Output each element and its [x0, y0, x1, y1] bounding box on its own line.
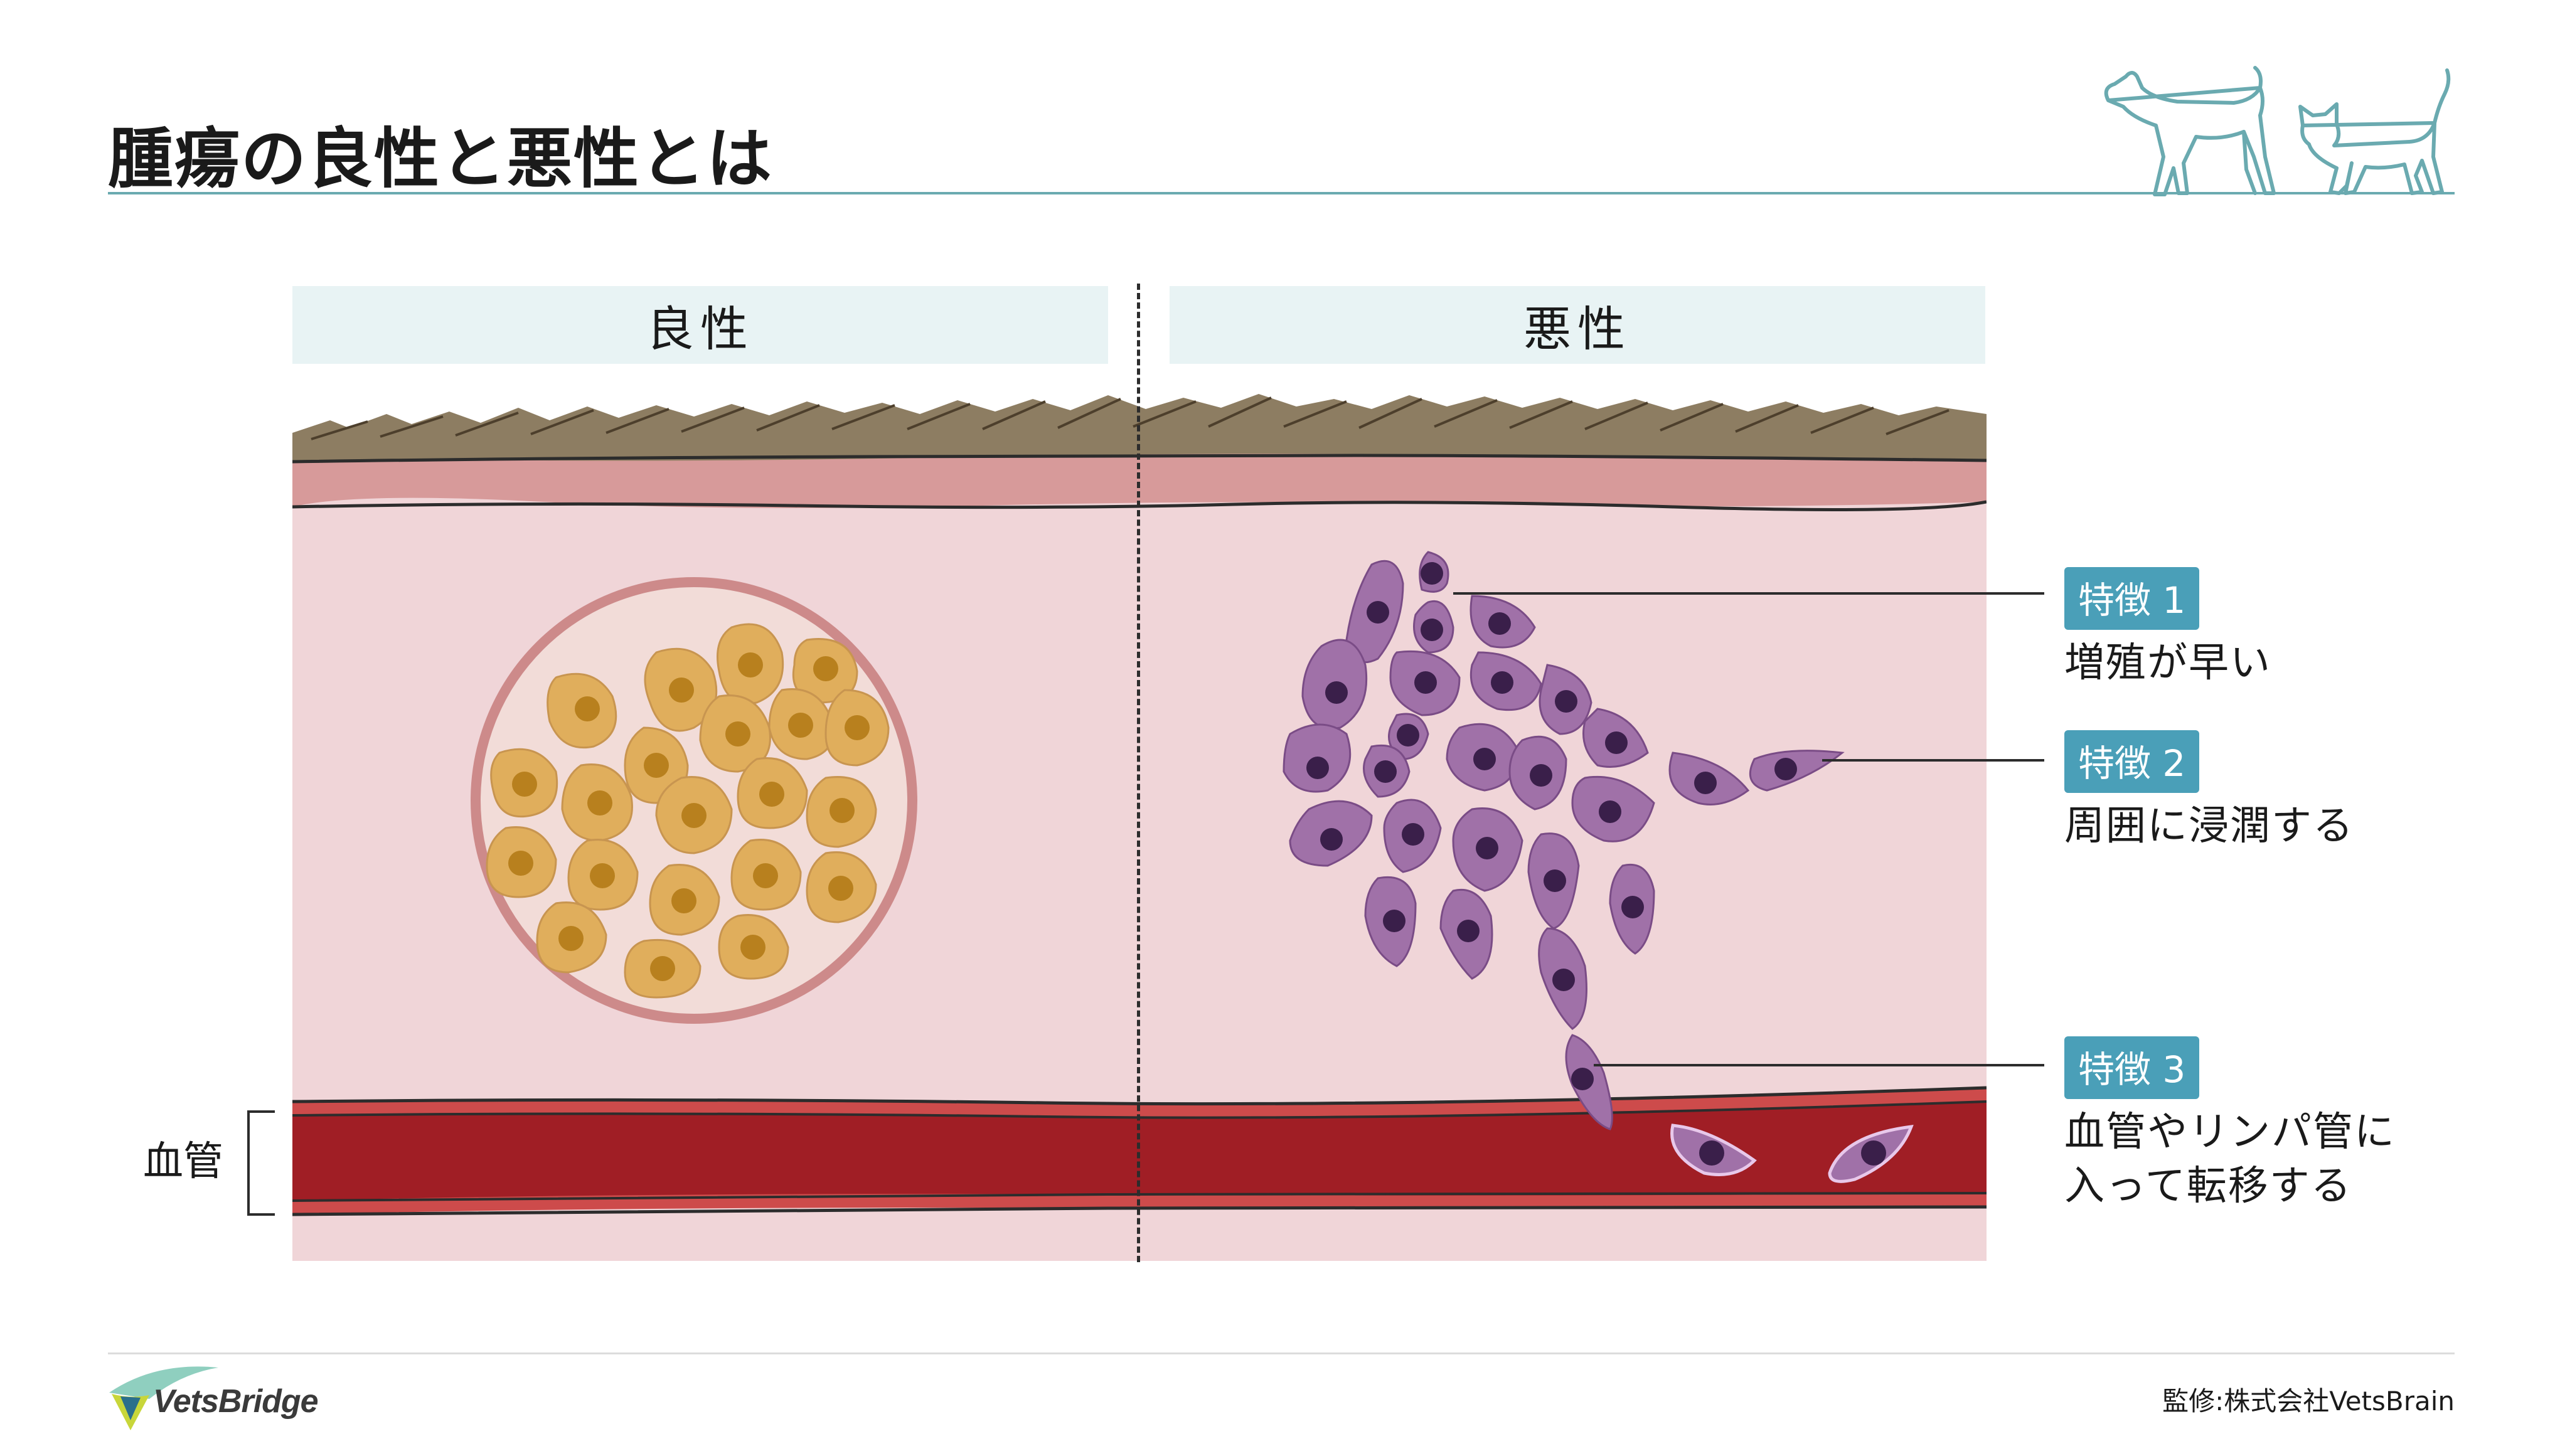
feature-3: 特徴 3 血管やリンパ管に 入って転移する [2064, 1036, 2396, 1213]
feature-3-text: 血管やリンパ管に 入って転移する [2064, 1105, 2396, 1213]
vessel-label: 血管 [143, 1139, 223, 1185]
feature-3-line1: 血管やリンパ管に [2064, 1109, 2396, 1156]
feature-2-line1: 周囲に浸潤する [2064, 803, 2354, 849]
feature-2-badge: 特徴 2 [2064, 730, 2200, 793]
title-underline [108, 192, 2455, 194]
feature-2-text: 周囲に浸潤する [2064, 799, 2354, 853]
dog-cat-outline-icon [2104, 66, 2451, 196]
malignant-header: 悪性 [1170, 286, 1985, 364]
footer-rule [108, 1352, 2455, 1354]
benign-header-label: 良性 [646, 301, 754, 357]
malignant-header-label: 悪性 [1523, 301, 1631, 357]
feature-3-line2: 入って転移する [2064, 1163, 2352, 1209]
supervision-credit: 監修:株式会社VetsBrain [2162, 1386, 2455, 1416]
benign-tumor [471, 577, 917, 1024]
page-title: 腫瘍の良性と悪性とは [108, 120, 774, 197]
feature-1-line1: 増殖が早い [2064, 640, 2271, 686]
logo-text: VetsBridge [153, 1383, 319, 1420]
feature-2: 特徴 2 周囲に浸潤する [2064, 730, 2354, 853]
feature-1-text: 増殖が早い [2064, 636, 2271, 690]
vessel-bracket [247, 1110, 275, 1216]
malignant-tumor [1283, 551, 1914, 1183]
comparison-divider [1137, 284, 1140, 1262]
benign-header: 良性 [292, 286, 1108, 364]
feature-1: 特徴 1 増殖が早い [2064, 567, 2271, 690]
vetsbridge-logo-icon [109, 1366, 218, 1430]
feature-3-badge: 特徴 3 [2064, 1036, 2200, 1099]
feature-1-badge: 特徴 1 [2064, 567, 2200, 630]
